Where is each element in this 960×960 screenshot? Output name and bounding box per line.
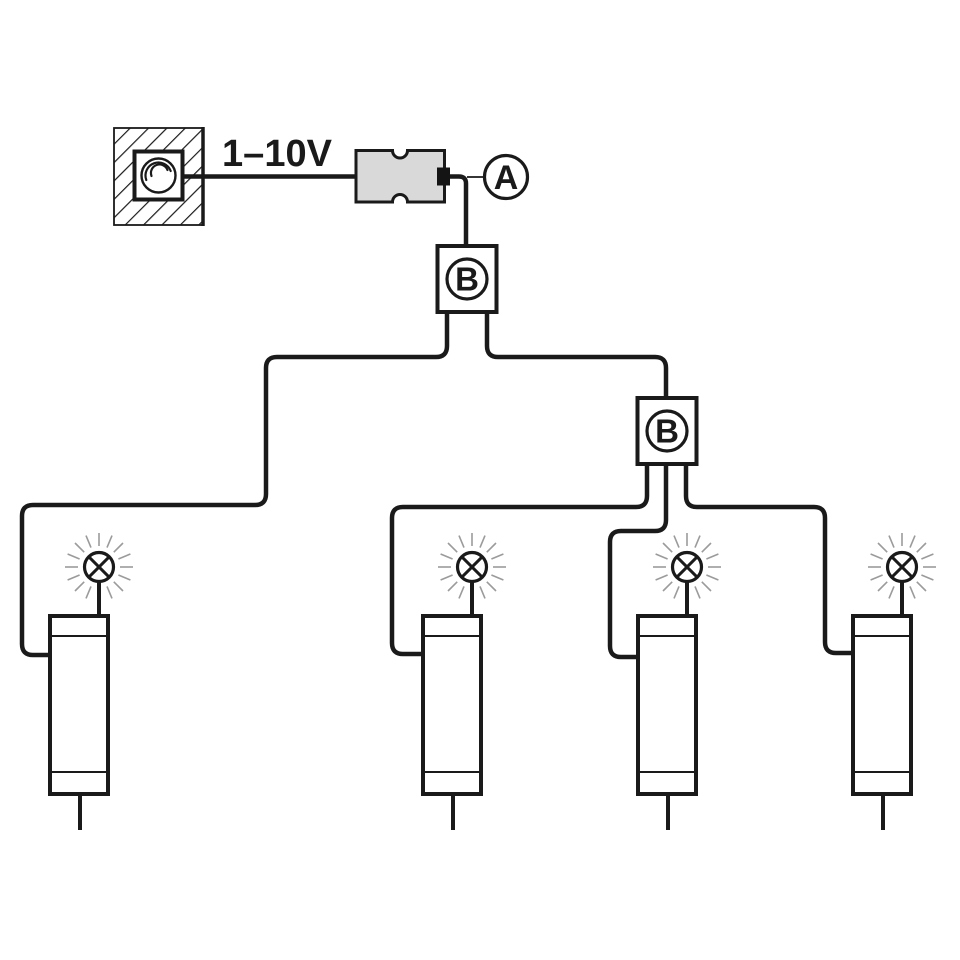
splitter-b1-circle — [445, 257, 489, 301]
callout-a-label: A — [494, 159, 519, 197]
wire-b2-to-lamp2 — [389, 464, 650, 657]
dimmer-knob-arc-outer — [144, 161, 172, 182]
lamp-unit-1 — [48, 531, 135, 832]
splitter-b1: B — [435, 244, 499, 314]
lamp-unit-2 — [421, 531, 508, 832]
splitter-b2: B — [635, 396, 699, 466]
voltage-label: 1–10V — [222, 133, 333, 175]
callout-a: A — [482, 153, 530, 201]
lamp-unit-4 — [851, 531, 938, 832]
wire-module-to-splitter1 — [450, 174, 469, 246]
splitter-b2-label: B — [655, 413, 679, 450]
splitter-b1-label: B — [455, 261, 479, 298]
control-module — [354, 149, 446, 204]
module-output-terminal — [437, 167, 450, 186]
callout-a-circle — [482, 153, 530, 201]
wire-b1-to-lamp1 — [19, 312, 450, 658]
splitter-b2-circle — [645, 409, 689, 453]
lamp-unit-3 — [636, 531, 723, 832]
wire-b1-to-b2 — [484, 312, 669, 398]
control-module-group — [354, 149, 450, 204]
dimmer-knob-arc-inner — [149, 163, 169, 178]
wire-b2-to-lamp4 — [683, 464, 854, 656]
wire-b2-to-lamp3 — [607, 464, 669, 660]
